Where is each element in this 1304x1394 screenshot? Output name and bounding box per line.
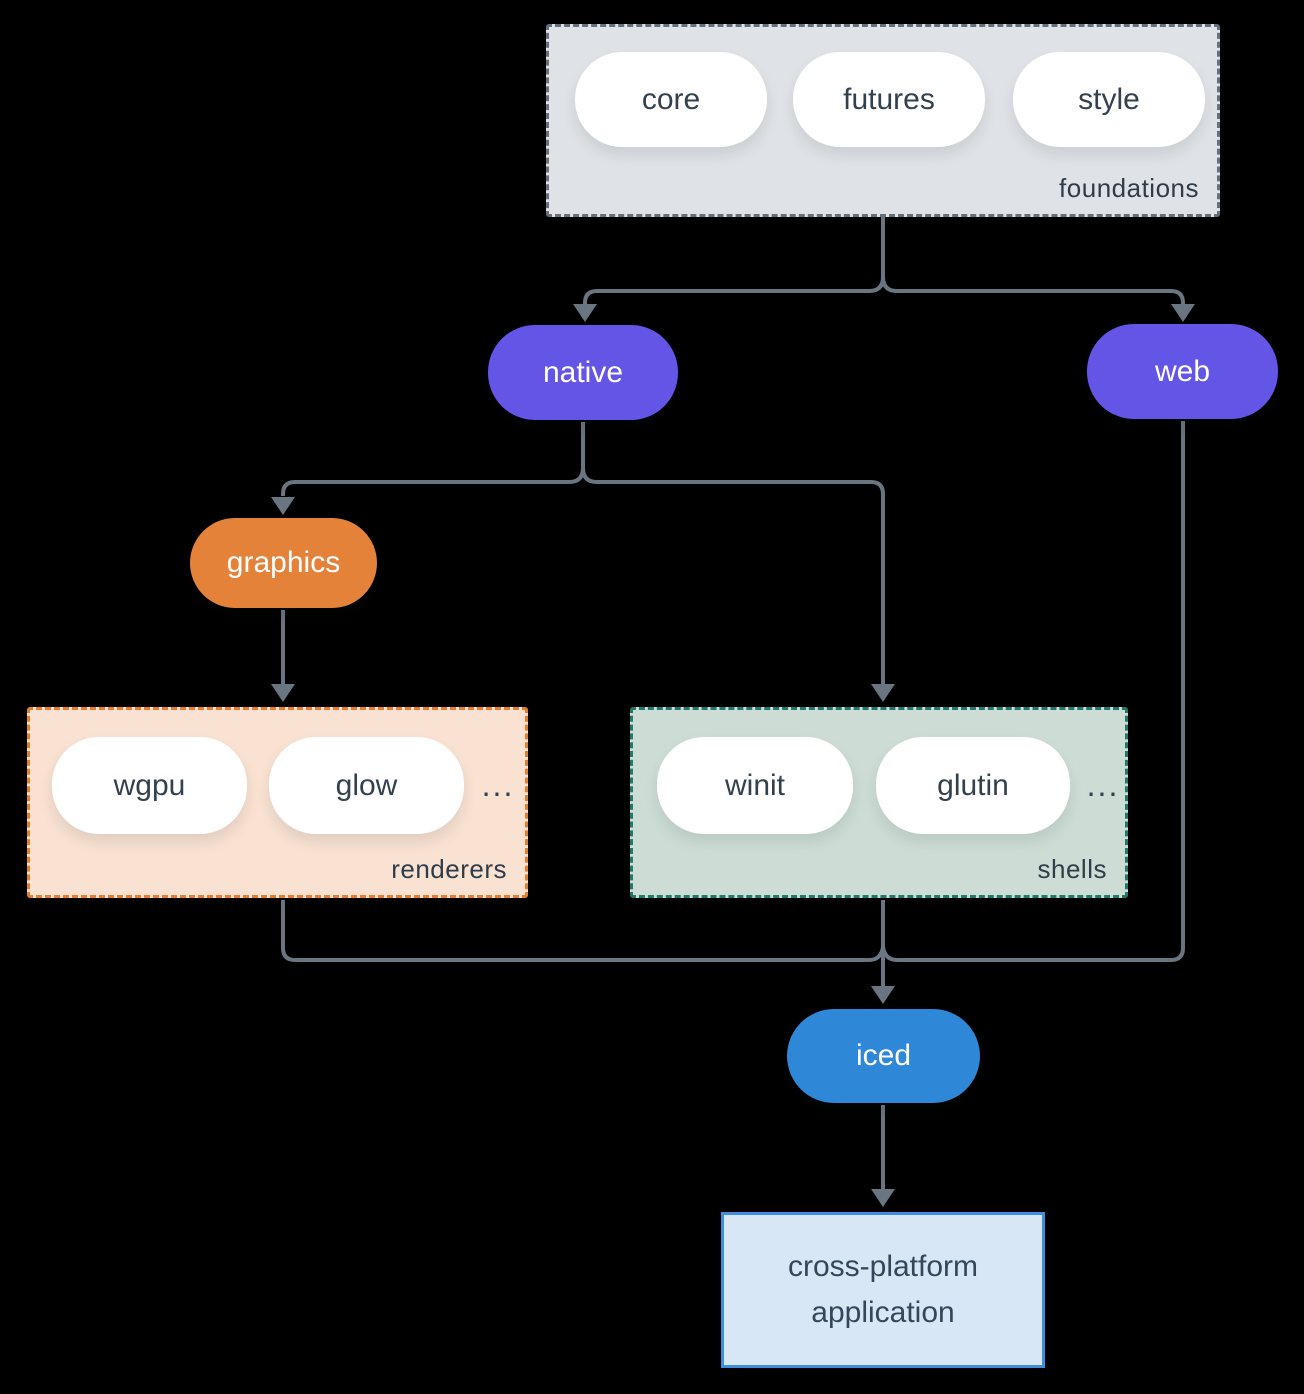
node-cross-platform-application: cross-platform application xyxy=(721,1212,1045,1368)
node-glutin: glutin xyxy=(876,737,1070,834)
node-native: native xyxy=(488,325,678,420)
node-wgpu-label: wgpu xyxy=(113,768,186,802)
node-futures: futures xyxy=(793,52,985,147)
node-web: web xyxy=(1087,324,1278,419)
renderers-group: wgpu glow ... renderers xyxy=(27,707,528,898)
node-native-label: native xyxy=(542,355,624,389)
edge-iced-application xyxy=(871,1105,895,1207)
foundations-group: core futures style foundations xyxy=(546,24,1220,217)
shells-group: winit glutin ... shells xyxy=(630,707,1128,898)
renderers-ellipsis: ... xyxy=(481,767,515,803)
node-graphics: graphics xyxy=(190,518,377,608)
shells-group-label: shells xyxy=(1037,854,1107,884)
node-glow-label: glow xyxy=(335,768,398,802)
foundations-group-label: foundations xyxy=(1059,173,1199,203)
node-wgpu: wgpu xyxy=(52,737,247,834)
node-winit: winit xyxy=(657,737,853,834)
shells-ellipsis: ... xyxy=(1086,767,1120,803)
node-style-label: style xyxy=(1078,82,1140,116)
node-core-label: core xyxy=(641,82,701,116)
node-iced: iced xyxy=(787,1009,980,1103)
edge-foundations-split xyxy=(573,217,1195,322)
node-core: core xyxy=(575,52,767,147)
node-glow: glow xyxy=(269,737,464,834)
node-iced-label: iced xyxy=(855,1039,912,1072)
node-web-label: web xyxy=(1154,354,1211,388)
node-glutin-label: glutin xyxy=(937,768,1009,802)
node-cross-platform-application-label: cross-platform application xyxy=(787,1249,979,1330)
renderers-group-label: renderers xyxy=(391,854,507,884)
node-winit-label: winit xyxy=(724,768,785,802)
edge-graphics-renderers xyxy=(271,610,295,702)
node-futures-label: futures xyxy=(843,82,935,116)
node-graphics-label: graphics xyxy=(226,546,341,579)
node-style: style xyxy=(1013,52,1205,147)
